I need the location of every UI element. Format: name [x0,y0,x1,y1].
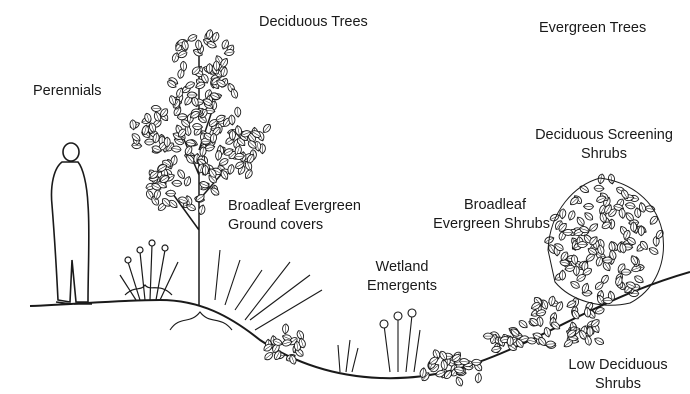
label-line: Deciduous Screening [519,126,689,145]
screening-shrub-leaf [579,184,591,194]
screening-shrub-leaf [631,222,637,232]
screening-shrub-leaf [619,208,626,219]
low-shrub-leaf [593,336,605,346]
deciduous-tree [129,29,272,305]
screening-shrub-leaf [559,270,565,280]
label-broadleaf-evergreen-shrubs: Broadleaf Evergreen Shrubs [400,196,550,234]
ground-cover-leaf [263,351,275,362]
label-line: Wetland [352,258,452,277]
wetland-emergents-plants [338,309,420,372]
label-line: Evergreen Shrubs [400,215,550,234]
tree-leaf [202,165,208,175]
screening-shrub-leaf [575,215,586,227]
low-shrub-leaf [483,333,493,339]
tree-leaf [151,105,162,112]
label-line: Ground covers [228,216,361,235]
tree-leaf [187,92,197,98]
label-line: Broadleaf Evergreen [228,197,361,216]
label-broadleaf-evergreen-ground-covers: Broadleaf Evergreen Ground covers [228,197,361,235]
label-wetland-emergents: Wetland Emergents [352,258,452,296]
perennials-plant [120,240,178,300]
screening-shrub-leaf [583,211,594,222]
label-deciduous-trees: Deciduous Trees [259,13,368,32]
screening-shrub-leaf [633,274,645,284]
tree-leaf [176,168,186,180]
screening-shrub-leaf [644,205,655,213]
tree-leaf [215,150,222,161]
tree-leaf [261,123,272,135]
label-line: Broadleaf [400,196,550,215]
low-shrub-leaf [543,327,552,338]
label-deciduous-screening-shrubs: Deciduous Screening Shrubs [519,126,689,164]
label-line: Shrubs [519,145,689,164]
tree-leaf [172,180,182,187]
ground-cover-plants [170,250,322,330]
screening-shrub-leaf [648,246,660,256]
tree-leaf [166,190,176,196]
tree-leaf [234,107,241,117]
screening-shrub-leaf [608,174,616,185]
label-line: Low Deciduous [548,356,688,375]
label-low-deciduous-shrubs: Low Deciduous Shrubs [548,356,688,394]
screening-shrub-leaf [625,202,636,210]
label-evergreen-trees: Evergreen Trees [539,19,646,38]
low-shrub-leaf [475,373,482,384]
screening-shrub-leaf [577,242,587,248]
ground-cover-leaf [282,324,289,334]
person-figure [51,143,92,304]
screening-shrub-leaf [567,210,576,222]
screening-shrub-leaf [559,209,566,220]
screening-shrub-leaf [621,269,631,275]
label-line: Shrubs [548,375,688,394]
screening-shrub-leaf [594,185,604,192]
low-shrub-leaf [454,376,464,388]
label-perennials: Perennials [33,82,102,101]
screening-shrub-leaf [583,203,593,209]
low-shrub-leaf [517,319,529,330]
label-line: Emergents [352,277,452,296]
